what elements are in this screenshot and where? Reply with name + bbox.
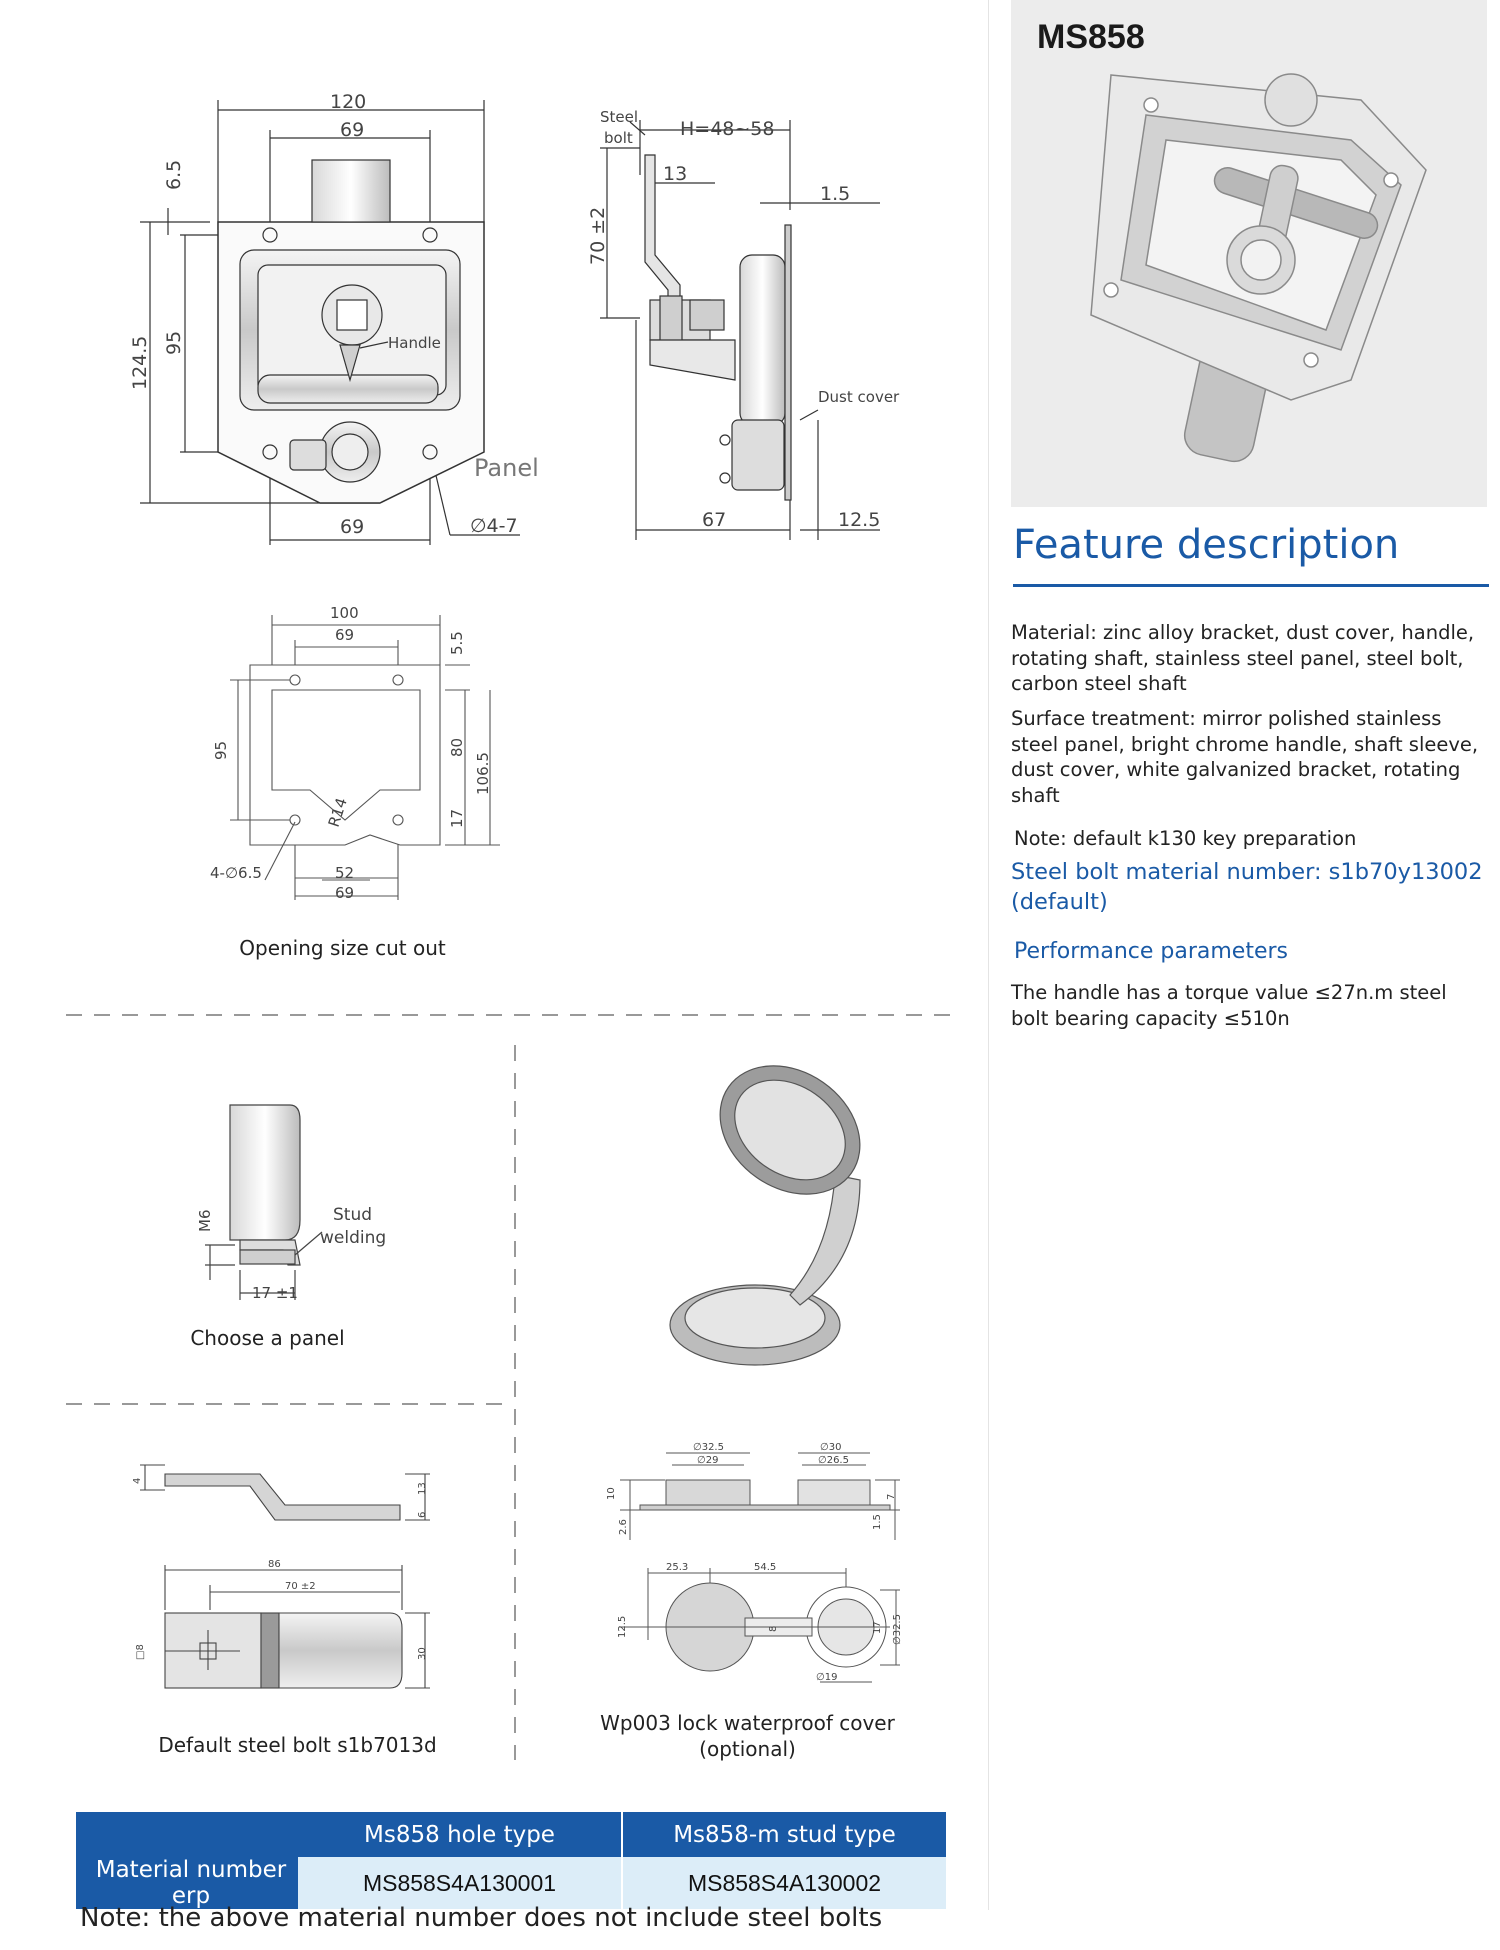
- table-value-hole-type: MS858S4A130001: [298, 1857, 622, 1909]
- dim-bolt-rise: 13: [417, 1482, 428, 1495]
- dim-bolt-square: □8: [135, 1644, 146, 1660]
- label-stud: Stud: [333, 1205, 372, 1225]
- dim-bolt-thickness: 4: [132, 1478, 143, 1484]
- dim-bolt-offset: 13: [663, 163, 687, 185]
- side-view-drawing: [600, 120, 880, 540]
- model-number: MS858: [1037, 18, 1145, 56]
- label-dust-cover: Dust cover: [818, 388, 900, 406]
- dim-cutout-bottom-spacing: 69: [335, 884, 354, 902]
- table-header-stud-type: Ms858-m stud type: [621, 1812, 946, 1857]
- dim-cover-right-outer: ∅32.5: [892, 1614, 903, 1645]
- caption-steel-bolt: Default steel bolt s1b7013d: [158, 1733, 437, 1757]
- feature-panel: MS858 Feature description Material: zinc…: [1005, 0, 1495, 1950]
- dim-cutout-height-holes: 95: [212, 741, 230, 760]
- panel-divider: [988, 0, 989, 1910]
- steel-bolt-drawing: [140, 1464, 430, 1689]
- dim-cutout-total-height: 106.5: [474, 752, 492, 795]
- table-row-label: Material number erp: [76, 1857, 298, 1909]
- dim-bolt-tip: 6: [417, 1512, 428, 1518]
- dim-front-top-offset: 6.5: [163, 160, 185, 190]
- caption-cover-2: (optional): [699, 1737, 796, 1761]
- feature-bolt-material: Steel bolt material number: s1b70y13002 …: [1011, 859, 1483, 915]
- dim-cover-bottom-dia: ∅19: [816, 1672, 837, 1683]
- dim-front-height-holes: 95: [163, 331, 185, 355]
- dim-bolt-width: 30: [417, 1647, 428, 1660]
- dim-front-hole-dia: ∅4-7: [470, 515, 518, 537]
- caption-cutout: Opening size cut out: [239, 936, 446, 960]
- dim-cover-center-offset: 25.3: [666, 1562, 688, 1573]
- dim-bolt-length-total: 86: [268, 1559, 281, 1570]
- dim-cutout-inner-height: 80: [448, 738, 466, 757]
- label-handle: Handle: [388, 334, 441, 352]
- label-bolt: bolt: [604, 129, 633, 147]
- dim-cover-strap-width: 8: [768, 1626, 779, 1632]
- table-value-stud-type: MS858S4A130002: [621, 1857, 946, 1909]
- cutout-drawing: [230, 615, 500, 900]
- table-header-hole-type: Ms858 hole type: [298, 1812, 622, 1857]
- feature-title: Feature description: [1013, 522, 1400, 568]
- dim-cutout-top-margin: 5.5: [448, 631, 466, 655]
- dim-front-bottom-spacing: 69: [340, 516, 364, 538]
- dim-cover-h-right-base: 1.5: [872, 1514, 883, 1530]
- dim-front-height-total: 124.5: [129, 336, 151, 390]
- dim-cover-h-base: 2.6: [618, 1519, 629, 1535]
- product-photo: MS858: [1011, 0, 1487, 507]
- dim-cover-h-right: 7: [886, 1494, 897, 1500]
- feature-title-underline: [1013, 584, 1489, 587]
- label-welding: welding: [320, 1228, 386, 1248]
- dim-front-width-total: 120: [330, 91, 366, 113]
- dim-cover-left-height: 12.5: [617, 1616, 628, 1638]
- dim-stud-thread: M6: [196, 1210, 214, 1233]
- footer-note: Note: the above material number does not…: [80, 1903, 883, 1933]
- dim-panel-thickness: 1.5: [820, 183, 850, 205]
- caption-cover-1: Wp003 lock waterproof cover: [600, 1711, 895, 1735]
- dim-cover-inner-2: ∅26.5: [818, 1455, 849, 1466]
- dim-cover-outer-1: ∅32.5: [693, 1442, 724, 1453]
- dim-cover-outer-2: ∅30: [820, 1442, 841, 1453]
- dim-cover-h-left: 10: [606, 1487, 617, 1500]
- technical-drawings: 120 69 6.5 124.5 95 69 ∅4-7 Handle Panel…: [66, 91, 962, 1760]
- dim-bolt-length-main: 70 ±2: [285, 1581, 316, 1592]
- label-steel: Steel: [600, 108, 638, 126]
- dim-front-width-holes: 69: [340, 119, 364, 141]
- dim-cover-center-distance: 54.5: [754, 1562, 776, 1573]
- dim-cover-inner-1: ∅29: [697, 1455, 718, 1466]
- dim-cover-right-inner: 17: [872, 1621, 883, 1634]
- dim-stud-length: 17 ±1: [252, 1284, 298, 1302]
- cover-drawing: [620, 1452, 900, 1683]
- performance-title: Performance parameters: [1014, 939, 1289, 964]
- waterproof-cover-3d: [669, 1065, 861, 1366]
- dim-cutout-notch: 52: [335, 864, 354, 882]
- feature-material: Material: zinc alloy bracket, dust cover…: [1011, 621, 1475, 695]
- dim-cutout-hole-spec: 4-∅6.5: [210, 864, 262, 882]
- dim-depth: 67: [702, 509, 726, 531]
- dim-bolt-height: 70 ±2: [587, 207, 609, 265]
- performance-text: The handle has a torque value ≤27n.m ste…: [1011, 981, 1447, 1030]
- stud-panel-drawing: [205, 1104, 323, 1300]
- front-view-drawing: [140, 100, 520, 545]
- dim-cutout-width-total: 100: [330, 604, 359, 622]
- dim-cover-depth: 12.5: [838, 509, 880, 531]
- material-number-table: Ms858 hole type Ms858-m stud type Materi…: [76, 1812, 946, 1909]
- label-panel: Panel: [474, 454, 539, 482]
- dim-h-range: H=48~58: [680, 118, 774, 140]
- product-photo-image: [1090, 73, 1427, 463]
- dim-cutout-width-holes: 69: [335, 626, 354, 644]
- caption-choose-panel: Choose a panel: [190, 1326, 345, 1350]
- feature-surface: Surface treatment: mirror polished stain…: [1011, 707, 1479, 807]
- dim-cutout-bottom: 17: [448, 809, 466, 828]
- feature-key-note: Note: default k130 key preparation: [1014, 827, 1357, 850]
- table-corner: [76, 1812, 298, 1857]
